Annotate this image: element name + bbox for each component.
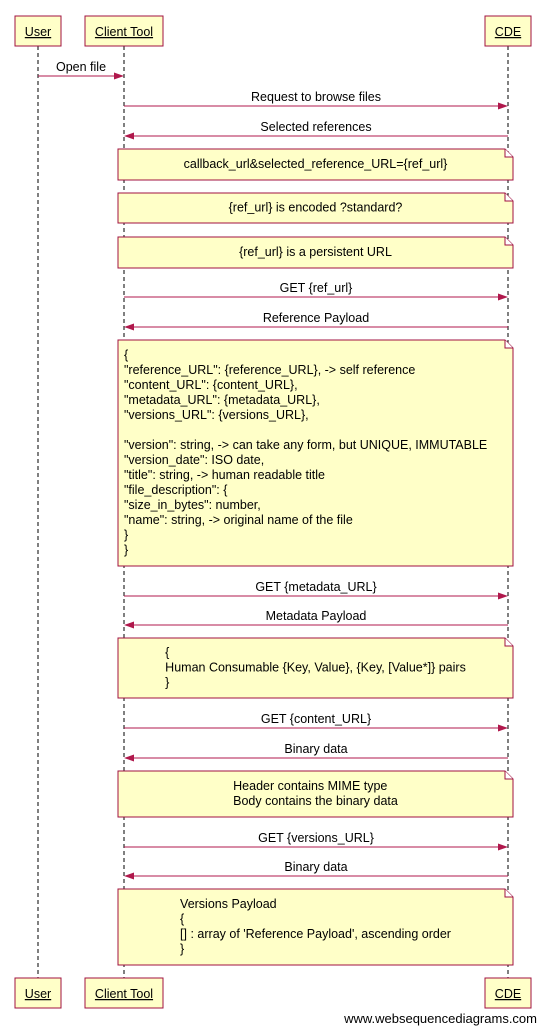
note-line: {ref_url} is a persistent URL [239, 245, 392, 259]
note-box-4 [117, 192, 514, 224]
note-line: "title": string, -> human readable title [124, 468, 325, 482]
note-line: "name": string, -> original name of the … [124, 513, 353, 527]
note-box-14 [117, 770, 514, 818]
message-label-2: Selected references [260, 120, 371, 134]
message-arrowhead-16 [124, 872, 134, 880]
participant-label-user-top: User [25, 25, 51, 39]
note-line: } [165, 676, 169, 690]
message-label-10: Metadata Payload [266, 609, 367, 623]
note-line: [] : array of 'Reference Payload', ascen… [180, 927, 451, 941]
participant-box-cde-bottom [484, 977, 532, 1009]
note-box-8 [117, 339, 514, 567]
message-label-6: GET {ref_url} [280, 281, 353, 295]
note-line: "version": string, -> can take any form,… [124, 438, 487, 452]
message-arrowhead-12 [498, 724, 508, 732]
participant-label-cde-top: CDE [495, 25, 521, 39]
note-fold-5 [504, 237, 513, 246]
message-arrowhead-1 [498, 102, 508, 110]
participant-label-client-top: Client Tool [95, 25, 153, 39]
note-fold-4 [504, 193, 513, 202]
note-line: } [124, 543, 128, 557]
participant-box-client-bottom [84, 977, 164, 1009]
note-line: "size_in_bytes": number, [124, 498, 261, 512]
message-label-0: Open file [56, 60, 106, 74]
message-arrowhead-15 [498, 843, 508, 851]
note-fold-14 [504, 771, 513, 780]
note-line: Versions Payload [180, 897, 277, 911]
participant-label-user-bottom: User [25, 987, 51, 1001]
message-label-13: Binary data [284, 742, 347, 756]
note-line: "reference_URL": {reference_URL}, -> sel… [124, 363, 415, 377]
note-line: { [124, 348, 128, 362]
message-arrowhead-10 [124, 621, 134, 629]
note-fold-3 [504, 149, 513, 158]
participant-box-client-top [84, 15, 164, 47]
note-line: "content_URL": {content_URL}, [124, 378, 298, 392]
note-line: Body contains the binary data [233, 794, 398, 808]
message-label-9: GET {metadata_URL} [255, 580, 376, 594]
note-line: "versions_URL": {versions_URL}, [124, 408, 309, 422]
message-arrowhead-2 [124, 132, 134, 140]
note-fold-8 [504, 340, 513, 349]
message-label-7: Reference Payload [263, 311, 369, 325]
note-box-17 [117, 888, 514, 966]
message-arrowhead-6 [498, 293, 508, 301]
message-arrowhead-13 [124, 754, 134, 762]
participant-box-cde-top [484, 15, 532, 47]
participant-label-client-bottom: Client Tool [95, 987, 153, 1001]
note-box-3 [117, 148, 514, 181]
note-line: "metadata_URL": {metadata_URL}, [124, 393, 320, 407]
message-label-12: GET {content_URL} [261, 712, 371, 726]
note-line: {ref_url} is encoded ?standard? [229, 201, 403, 215]
note-line: Header contains MIME type [233, 779, 387, 793]
message-arrowhead-9 [498, 592, 508, 600]
note-fold-17 [504, 889, 513, 898]
participant-label-cde-bottom: CDE [495, 987, 521, 1001]
message-arrowhead-0 [114, 72, 124, 80]
participant-box-user-top [14, 15, 62, 47]
note-line: { [180, 912, 184, 926]
note-line: { [165, 646, 169, 660]
message-label-1: Request to browse files [251, 90, 381, 104]
message-label-16: Binary data [284, 860, 347, 874]
note-line: } [180, 942, 184, 956]
note-line: "file_description": { [124, 483, 227, 497]
note-line: callback_url&selected_reference_URL={ref… [184, 157, 448, 171]
message-label-15: GET {versions_URL} [258, 831, 374, 845]
note-line: } [124, 528, 128, 542]
note-box-5 [117, 236, 514, 269]
note-line: Human Consumable {Key, Value}, {Key, [Va… [165, 661, 466, 675]
message-arrowhead-7 [124, 323, 134, 331]
note-box-11 [117, 637, 514, 699]
note-line: "version_date": ISO date, [124, 453, 264, 467]
note-fold-11 [504, 638, 513, 647]
watermark-text: www.websequencediagrams.com [343, 1011, 537, 1026]
participant-box-user-bottom [14, 977, 62, 1009]
